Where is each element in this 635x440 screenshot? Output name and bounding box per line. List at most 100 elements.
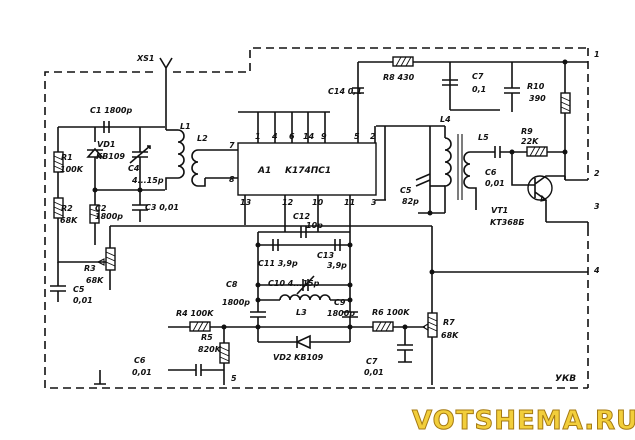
c5l-value: 0,01 [73,296,93,305]
pin-7: 7 [229,141,235,150]
terminal-1: 1 [594,50,600,59]
c5r-label: C5 [400,186,412,195]
l4-label: L4 [440,115,451,124]
pin-4: 4 [271,132,278,141]
c7b-label: C7 [366,357,378,366]
c2-label: C2 [95,204,107,213]
terminal-2: 2 [594,169,600,178]
c6b-value: 0,01 [132,368,152,377]
inductor-l4 [430,125,452,213]
pin-1: 1 [255,132,261,141]
r2-value: 68K [60,216,78,225]
pin-14: 14 [303,132,315,141]
capacitor-c7-top [442,62,500,111]
r10-label: R10 [527,82,545,91]
capacitor-c3 [132,190,148,222]
c13-label: C13 [317,251,334,260]
l5-label: L5 [478,133,489,142]
c13-value: 3,9p [327,261,347,270]
chip-name: A1 [257,166,271,176]
c9-value: 1800p [327,309,355,318]
r9-label: R9 [521,127,533,136]
chip-a1 [237,142,377,196]
pin-9: 9 [321,132,327,141]
pin-2: 2 [370,132,376,141]
c4-value: 4...15p [131,176,164,185]
transistor-vt1 [527,175,565,210]
inductor-l1 [165,129,185,190]
capacitor-c7-bottom [397,327,413,363]
c10-label: C10 4...15p [268,279,320,288]
l3-label: L3 [296,308,307,317]
c14-label: C14 0,1 [328,87,362,96]
r10-value: 390 [529,94,546,103]
terminal-3: 3 [594,202,600,211]
antenna-connector [159,57,173,130]
c9-label: C9 [334,298,346,307]
c12-value: 10p [306,221,323,230]
c4-label: C4 [128,164,140,173]
r7-label: R7 [443,318,455,327]
inductor-l3 [258,294,350,301]
c3-label: C3 0,01 [145,203,179,212]
r1-label: R1 [61,153,73,162]
trimmer-c10 [296,275,315,295]
c7t-label: C7 [472,72,484,81]
pin-8: 8 [229,175,235,184]
c8-label: C8 [226,280,238,289]
r6-label: R6 100K [372,308,410,317]
vt1-label: VT1 [491,206,508,215]
c12-label: C12 [293,212,310,221]
c6r-value: 0,01 [485,179,505,188]
c5l-label: C5 [73,285,85,294]
connector-label: XS1 [136,54,155,63]
r2-label: R2 [61,204,73,213]
r3-value: 68K [86,276,104,285]
pin-3: 3 [371,198,377,207]
r5-value: 820K [198,345,222,354]
l1-label: L1 [180,122,191,131]
c5r-value: 82p [402,197,419,206]
c2-value: 1800p [95,212,123,221]
c8-value: 1800p [222,298,250,307]
c6r-label: C6 [485,168,497,177]
capacitor-c5-left [50,262,66,302]
r1-value: 100K [60,165,84,174]
vd2-label: VD2 KB109 [273,353,324,362]
r8-label: R8 430 [383,73,415,82]
r4-label: R4 100K [176,309,214,318]
r3-label: R3 [84,264,96,273]
capacitor-c10-top [504,62,520,112]
c11-label: C11 3,9p [258,259,298,268]
chip-type: K174ПС1 [285,166,331,176]
pin-6: 6 [289,132,295,141]
l2-label: L2 [197,134,208,143]
resistor-r10 [560,92,571,114]
terminal-5: 5 [231,374,237,383]
capacitor-c6-bottom [168,364,224,376]
c6b-label: C6 [134,356,146,365]
shield-outline [44,47,589,389]
capacitor-c13 [334,239,341,251]
inductor-l2 [191,149,206,187]
pin-10: 10 [312,198,324,207]
r9-value: 22K [521,137,539,146]
c7t-value: 0,1 [472,85,486,94]
pin-11: 11 [344,198,355,207]
c1-label: C1 1800p [90,106,132,115]
capacitor-c14 [352,87,364,94]
pin-13: 13 [240,198,252,207]
inductor-l5 [457,134,477,210]
varicap-vd1 [86,127,104,170]
pin-5: 5 [354,132,360,141]
varicap-vd2 [257,327,351,350]
capacitor-c11 [272,239,279,251]
pin-12: 12 [282,198,294,207]
c7b-value: 0,01 [364,368,384,377]
capacitor-c1 [103,121,110,133]
watermark: VOTSHEMA.RU [412,406,635,436]
vt1-type: KT368Б [490,218,524,227]
capacitor-c5-right [415,173,445,187]
vd1-label: VD1 [97,140,115,149]
